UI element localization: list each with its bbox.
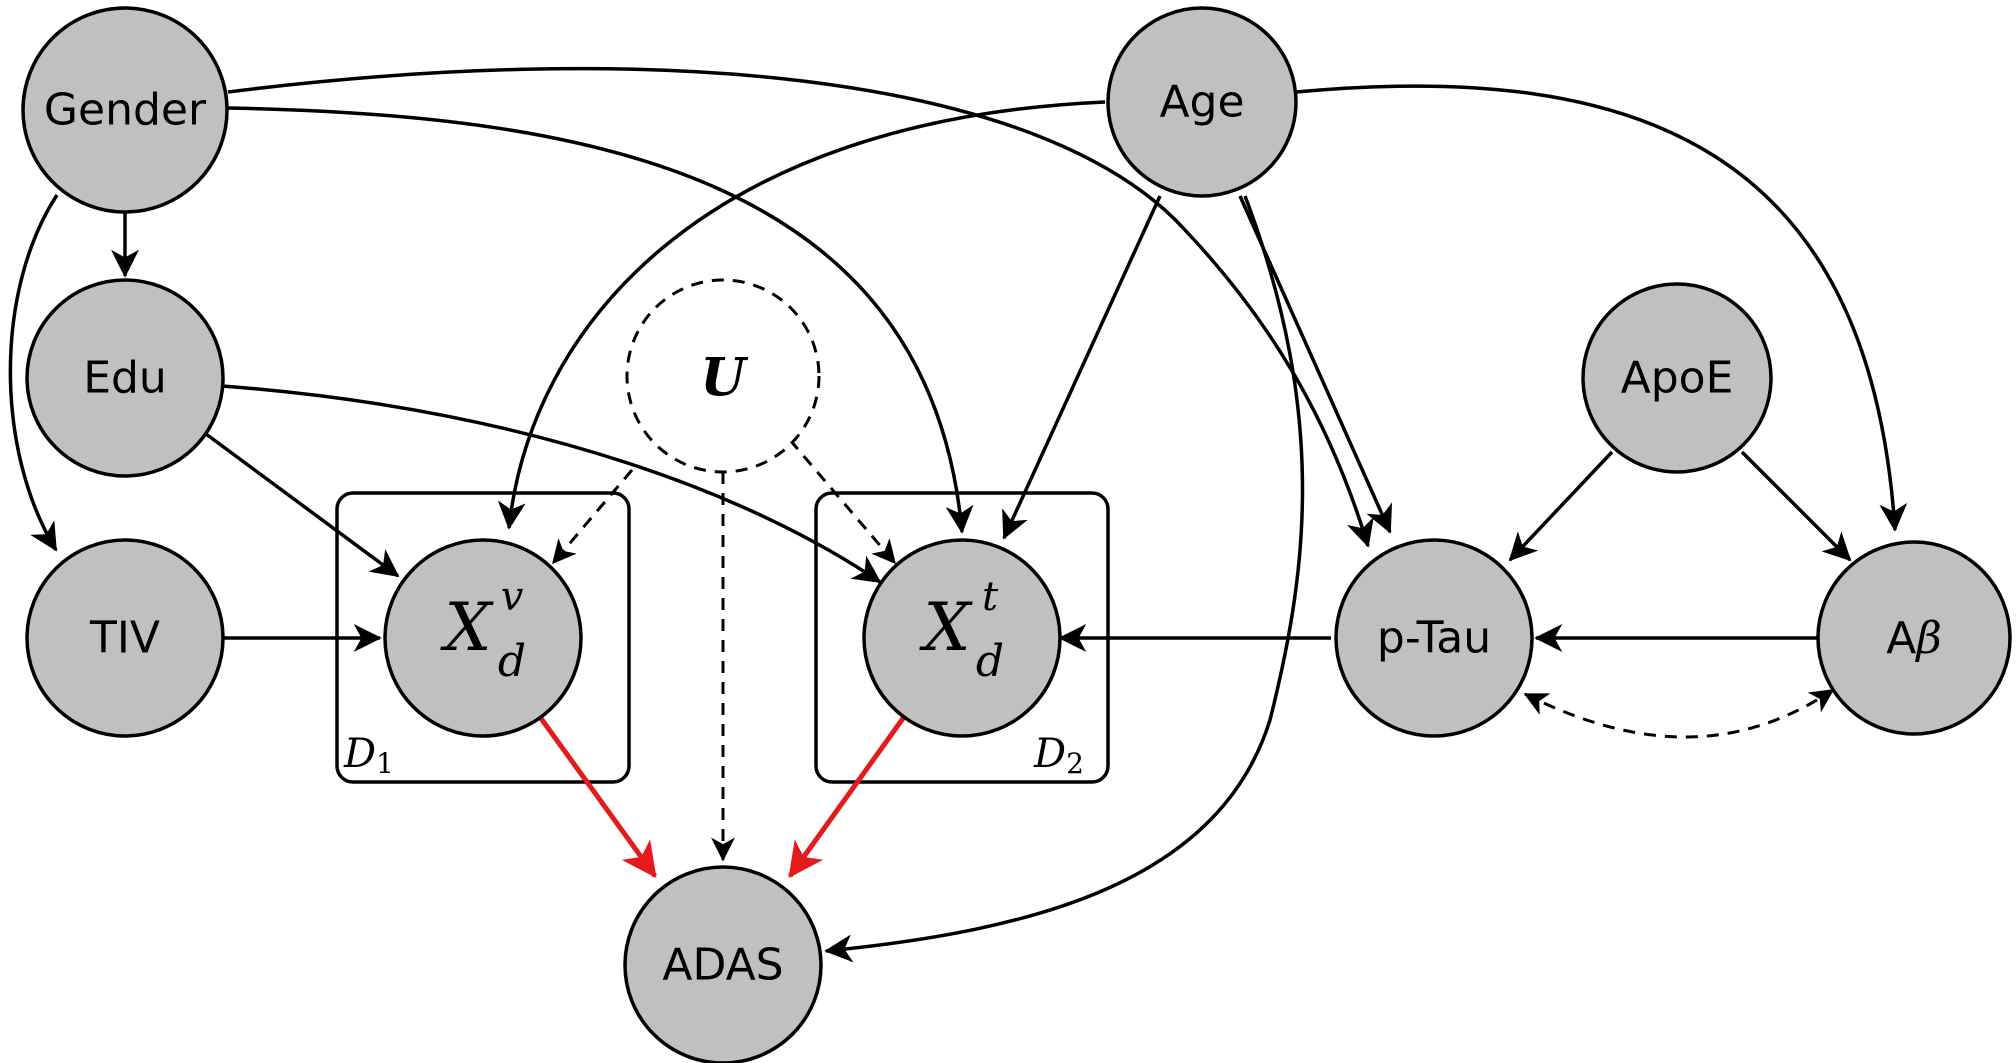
node-abeta-label-main: A <box>1886 613 1916 664</box>
edge-age-xv <box>497 100 1106 530</box>
node-abeta-label-greek: β <box>1914 613 1941 664</box>
edges-solid <box>8 66 1908 963</box>
node-ptau: p-Tau <box>1334 538 1534 738</box>
node-adas-label: ADAS <box>662 940 783 991</box>
plate-d2-index: 2 <box>1066 747 1084 780</box>
node-age: Age <box>1106 6 1298 198</box>
edge-ptau-abeta-bidirectional <box>1523 688 1835 739</box>
edge-xt-adas <box>787 715 907 879</box>
node-adas: ADAS <box>623 865 823 1063</box>
plate-d2-letter: D <box>1033 731 1066 777</box>
node-ptau-label: p-Tau <box>1377 613 1491 664</box>
node-xv: X v d <box>383 538 583 738</box>
node-xv-sup: v <box>501 574 524 620</box>
edge-apoe-abeta <box>1740 450 1852 562</box>
node-age-label: Age <box>1159 77 1244 128</box>
edge-gender-ptau <box>227 66 1374 548</box>
edge-gender-tiv <box>8 194 59 552</box>
node-edu-label: Edu <box>83 353 167 404</box>
edge-apoe-ptau <box>1508 450 1614 562</box>
edge-u-xt <box>788 439 897 565</box>
node-abeta: Aβ <box>1816 540 2012 736</box>
node-abeta-label: Aβ <box>1886 613 1942 664</box>
edge-age-abeta <box>1295 84 1908 532</box>
node-tiv-label: TIV <box>89 613 160 664</box>
edge-edu-xv <box>204 432 400 578</box>
node-tiv: TIV <box>25 538 225 738</box>
edges-highlight <box>537 715 907 879</box>
node-edu: Edu <box>25 278 225 478</box>
node-xv-base: X <box>440 589 495 666</box>
edges-dashed <box>551 439 1835 862</box>
node-xt-base: X <box>919 589 974 666</box>
node-apoe: ApoE <box>1581 282 1773 474</box>
node-xv-sub: d <box>498 636 526 687</box>
plate-d2-label: D2 <box>1033 731 1084 780</box>
edge-xv-adas <box>537 715 658 879</box>
node-xt: X t d <box>862 538 1062 738</box>
edge-gender-xt <box>227 106 974 534</box>
node-u-label: U <box>700 348 748 409</box>
node-apoe-label: ApoE <box>1621 353 1734 404</box>
plate-d1-label: D1 <box>343 731 394 780</box>
edge-edu-xt <box>221 384 882 584</box>
edge-u-xv <box>551 469 634 565</box>
edge-age-xt <box>1002 195 1162 540</box>
node-gender-label: Gender <box>44 85 207 136</box>
plate-d1-letter: D <box>343 731 376 777</box>
edge-age-adas <box>824 195 1305 963</box>
plate-d1-index: 1 <box>376 747 394 780</box>
node-xt-sup: t <box>982 574 999 620</box>
node-gender: Gender <box>21 6 229 214</box>
node-u-latent: U <box>625 278 821 474</box>
node-xt-sub: d <box>976 636 1004 687</box>
